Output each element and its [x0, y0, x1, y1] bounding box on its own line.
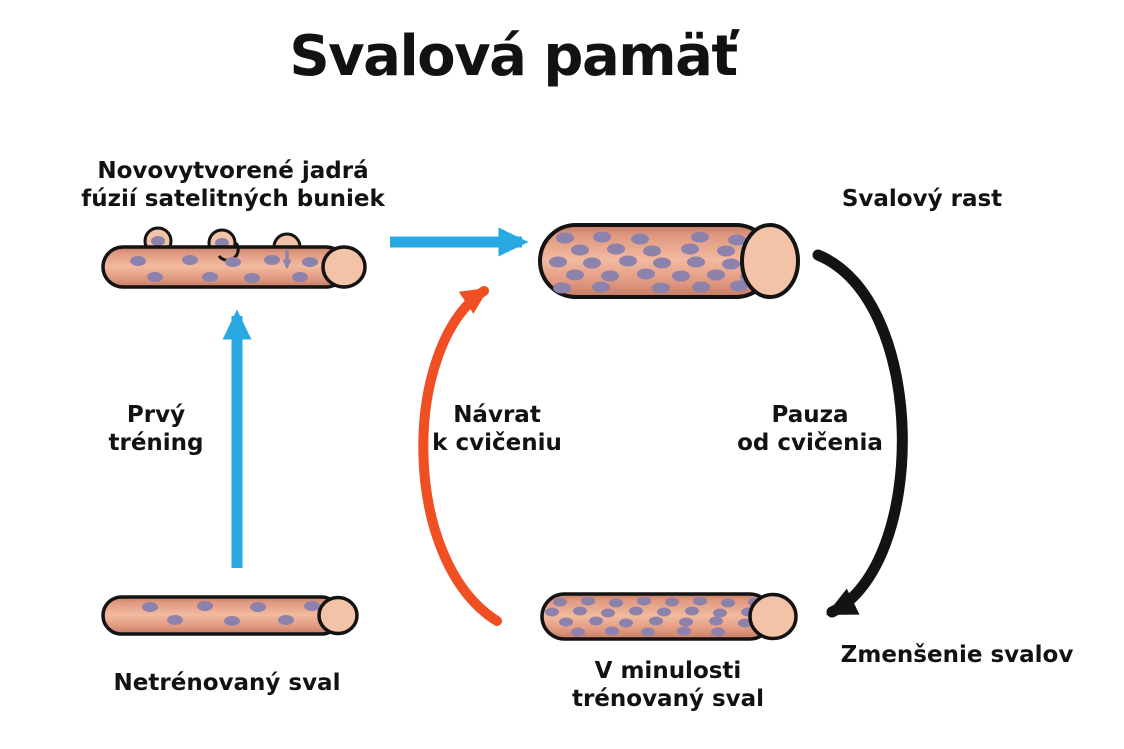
- nucleus-icon: [264, 255, 280, 265]
- nucleus-icon: [643, 245, 661, 257]
- nucleus-icon: [730, 280, 748, 292]
- nucleus-icon: [601, 608, 615, 618]
- satellite-cell-fusing-icon: [272, 232, 302, 249]
- nucleus-icon: [707, 269, 725, 281]
- nucleus-icon: [142, 602, 158, 612]
- label-muscle-growth: Svalový rast: [841, 186, 1003, 212]
- nucleus-icon: [302, 257, 318, 267]
- nucleus-icon: [583, 257, 601, 269]
- nucleus-icon: [581, 596, 595, 606]
- nucleus-icon: [130, 256, 146, 266]
- nucleus-icon: [709, 616, 723, 626]
- label-first-training: Prvý tréning: [108, 402, 204, 456]
- muscle-previously-trained: [540, 592, 798, 641]
- nucleus-icon: [609, 598, 623, 608]
- label-satellite-nuclei-line2: fúzií satelitných buniek: [81, 186, 385, 212]
- muscle-previously-trained-end-cap: [748, 592, 798, 641]
- nucleus-icon: [593, 231, 611, 243]
- muscle-satellite-nuclei-body: [101, 245, 348, 289]
- nucleus-icon: [250, 602, 266, 612]
- label-pause-from-exercise: Pauza od cvičenia: [737, 402, 883, 456]
- pause-from-exercise-arrow: [812, 249, 908, 618]
- nucleus-icon: [556, 232, 574, 244]
- nucleus-icon: [592, 281, 610, 293]
- nucleus-icon: [244, 273, 260, 283]
- nucleus-icon: [728, 234, 746, 246]
- nucleus-icon: [607, 243, 625, 255]
- return-to-exercise-arrow: [418, 286, 502, 626]
- nucleus-icon: [224, 616, 240, 626]
- nucleus-icon: [672, 270, 690, 282]
- nucleus-icon: [653, 257, 671, 269]
- nucleus-icon: [711, 627, 725, 637]
- nucleus-icon: [571, 627, 585, 637]
- nucleus-icon: [167, 615, 183, 625]
- nucleus-icon: [278, 615, 294, 625]
- nucleus-icon: [559, 617, 573, 627]
- nucleus-icon: [182, 255, 198, 265]
- nucleus-icon: [641, 627, 655, 637]
- nucleus-icon: [553, 597, 567, 607]
- nucleus-icon: [692, 281, 710, 293]
- label-previously-trained-muscle: V minulosti trénovaný sval: [571, 658, 765, 712]
- nucleus-icon: [722, 258, 740, 270]
- nucleus-icon: [687, 256, 705, 268]
- nucleus-icon: [685, 606, 699, 616]
- nucleus-icon: [589, 616, 603, 626]
- nucleus-icon: [601, 270, 619, 282]
- nucleus-icon: [649, 616, 663, 626]
- nucleus-icon: [629, 606, 643, 616]
- muscle-satellite-nuclei: [101, 226, 367, 289]
- nucleus-icon: [202, 272, 218, 282]
- label-muscle-shrinking: Zmenšenie svalov: [840, 642, 1074, 668]
- nucleus-icon: [619, 618, 633, 628]
- nucleus-icon: [657, 607, 671, 617]
- nucleus-icon: [571, 244, 589, 256]
- nucleus-icon: [652, 282, 670, 294]
- nucleus-icon: [637, 268, 655, 280]
- nucleus-icon: [681, 243, 699, 255]
- nucleus-icon: [549, 256, 567, 268]
- nucleus-icon: [631, 233, 649, 245]
- nucleus-icon: [147, 272, 163, 282]
- nucleus-icon: [566, 269, 584, 281]
- nucleus-icon: [717, 245, 735, 257]
- nucleus-icon: [225, 257, 241, 267]
- nucleus-icon: [545, 607, 559, 617]
- nucleus-icon: [553, 282, 571, 294]
- nucleus-icon: [304, 601, 320, 611]
- nucleus-icon: [677, 626, 691, 636]
- nucleus-icon: [637, 596, 651, 606]
- nucleus-icon: [605, 626, 619, 636]
- label-satellite-nuclei: Novovytvorené jadrá fúzií satelitných bu…: [81, 157, 384, 213]
- muscle-grown: [538, 223, 800, 299]
- muscle-grown-end-cap: [740, 223, 800, 299]
- muscle-untrained: [101, 595, 359, 636]
- label-satellite-nuclei-line1: Novovytvorené jadrá: [97, 158, 369, 184]
- nucleus-icon: [721, 598, 735, 608]
- nucleus-icon: [738, 618, 752, 628]
- label-return-to-exercise: Návrat k cvičeniu: [432, 402, 562, 456]
- nucleus-icon: [292, 272, 308, 282]
- muscle-untrained-body: [101, 595, 342, 636]
- nucleus-icon: [691, 231, 709, 243]
- nucleus-icon: [197, 601, 213, 611]
- label-untrained-muscle: Netrénovaný sval: [113, 670, 341, 696]
- nucleus-icon: [573, 606, 587, 616]
- nucleus-icon: [693, 596, 707, 606]
- nucleus-icon: [619, 255, 637, 267]
- muscle-untrained-end-cap: [317, 595, 359, 636]
- nucleus-icon: [679, 617, 693, 627]
- page-title: Svalová pamäť: [289, 24, 738, 89]
- nucleus-icon: [665, 597, 679, 607]
- nucleus-icon: [713, 608, 727, 618]
- muscle-satellite-nuclei-end-cap: [321, 245, 367, 289]
